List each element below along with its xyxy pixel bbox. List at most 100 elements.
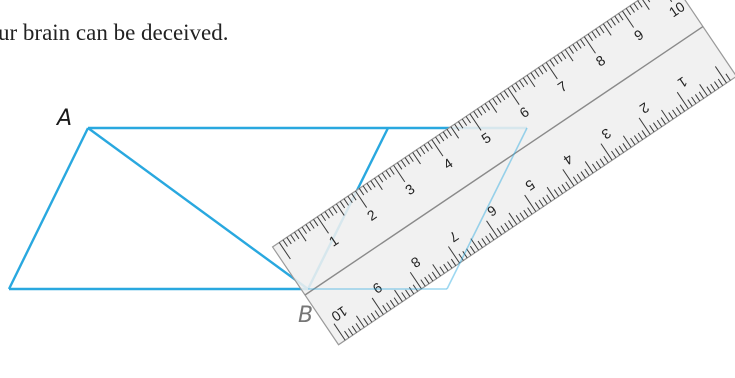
ruler-tick <box>561 184 567 192</box>
ruler-tick <box>458 253 464 261</box>
ruler-tick <box>542 197 548 205</box>
ruler-tick <box>458 121 464 129</box>
ruler-tick <box>347 195 353 204</box>
ruler-tick <box>591 31 597 39</box>
ruler-tick <box>469 245 476 254</box>
ruler-tick <box>560 51 567 60</box>
ruler-tick <box>553 56 559 65</box>
ruler-tick <box>370 312 377 320</box>
ruler-tick <box>546 194 552 202</box>
ruler-tick <box>371 297 384 315</box>
ruler-tick <box>603 155 609 164</box>
ruler-tick <box>480 105 487 114</box>
ruler-tick <box>546 186 556 200</box>
ruler-tick <box>675 106 682 115</box>
ruler-tick <box>290 234 296 242</box>
ruler-tick <box>477 108 483 116</box>
ruler-tick <box>583 36 596 54</box>
ruler-tick <box>431 271 438 279</box>
ruler-tick <box>591 163 598 171</box>
ruler-tick <box>653 122 659 130</box>
ruler-tick <box>580 38 586 47</box>
ruler-tick <box>637 0 643 8</box>
ruler-tick <box>405 289 411 297</box>
ruler-tick <box>439 266 445 274</box>
ruler-tick <box>356 315 365 328</box>
ruler-tick <box>565 181 571 189</box>
hidden-right-edge <box>446 127 528 290</box>
ruler-tick <box>630 137 636 146</box>
point-label-b: B <box>298 303 313 328</box>
ruler-tick <box>366 183 372 191</box>
ruler-tick <box>698 91 705 99</box>
ruler-tick <box>584 168 590 176</box>
ruler-tick <box>618 145 624 153</box>
ruler-upper-ticks <box>278 0 673 260</box>
ruler-tick <box>282 239 288 247</box>
ruler-tick <box>408 287 415 295</box>
ruler-tick <box>530 72 536 80</box>
ruler-tick <box>416 149 422 157</box>
ruler-tick <box>511 85 517 93</box>
ruler-tick <box>649 125 655 133</box>
ruler-tick <box>432 264 441 277</box>
ruler-tick <box>622 135 632 148</box>
ruler-tick <box>499 92 506 101</box>
ruler-tick <box>676 91 689 110</box>
ruler-tick <box>496 95 502 103</box>
ruler-tick <box>443 263 449 272</box>
ruler-tick <box>351 193 357 201</box>
ruler-tick <box>424 276 430 284</box>
ruler-tick <box>503 90 510 98</box>
ruler-tick <box>557 54 563 62</box>
ruler-tick <box>305 224 311 232</box>
ruler-tick <box>473 110 479 119</box>
ruler-tick <box>679 104 686 112</box>
ruler-tick <box>382 305 388 313</box>
ruler-tick <box>600 143 613 161</box>
left-edge <box>7 127 90 290</box>
ruler-tick <box>374 310 380 318</box>
ruler-tick <box>450 126 460 139</box>
ruler-tick <box>313 219 319 227</box>
ruler-tick <box>610 18 616 26</box>
ruler-tick <box>545 62 558 80</box>
ruler-tick <box>409 271 422 290</box>
ruler-tick <box>362 185 368 193</box>
ruler-tick <box>339 201 346 209</box>
ruler-tick <box>637 132 644 140</box>
ruler-tick <box>462 251 468 259</box>
ruler-tick <box>580 171 586 179</box>
ruler-tick <box>508 220 514 228</box>
ruler-lower-ticks <box>333 66 731 341</box>
ruler-tick <box>638 117 651 135</box>
ruler-tick <box>572 176 579 184</box>
ruler-tick <box>572 44 578 52</box>
ruler-tick <box>324 211 330 219</box>
ruler-tick <box>519 80 525 88</box>
ruler-number: 10 <box>328 303 350 325</box>
ruler-tick <box>286 237 292 245</box>
ruler-tick <box>515 215 522 223</box>
ruler-tick <box>486 220 499 238</box>
ruler-tick <box>614 15 620 23</box>
ruler-tick <box>641 0 650 10</box>
ruler-tick <box>485 235 491 243</box>
ruler-tick <box>622 143 628 151</box>
ruler-tick <box>660 117 666 125</box>
ruler-tick <box>507 87 520 105</box>
ruler-tick <box>404 157 410 165</box>
ruler-tick <box>454 123 460 132</box>
ruler-tick <box>687 99 693 107</box>
ruler-tick <box>294 231 300 240</box>
ruler-tick <box>534 69 540 78</box>
ruler-tick <box>320 213 327 222</box>
ruler-tick <box>710 83 716 92</box>
ruler-tick <box>633 2 639 11</box>
ruler-tick <box>386 302 392 310</box>
ruler-tick <box>602 23 612 36</box>
ruler-tick <box>435 136 441 144</box>
ruler-tick <box>622 10 635 28</box>
